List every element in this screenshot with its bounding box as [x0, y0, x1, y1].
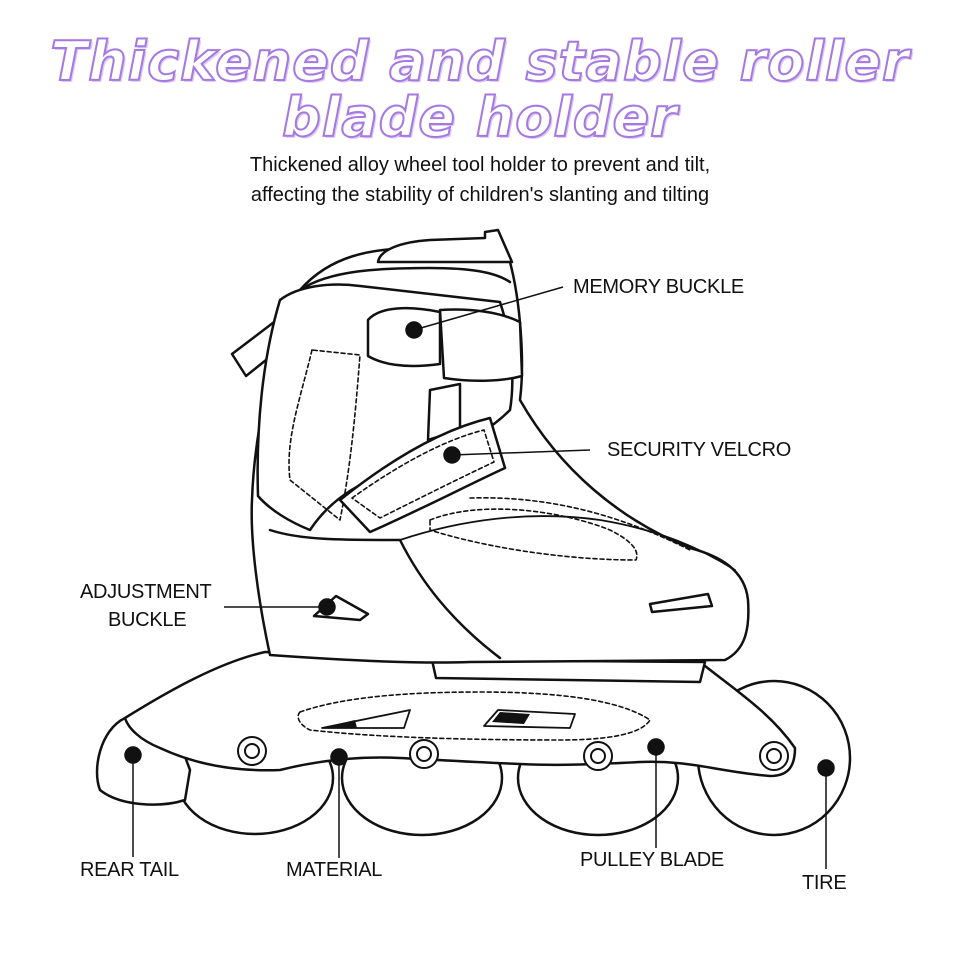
- subtitle-line-2: affecting the stability of children's sl…: [250, 184, 710, 206]
- label-memory-buckle: MEMORY BUCKLE: [573, 276, 744, 298]
- title-line-1: Thickened and stable roller: [49, 29, 910, 94]
- label-pulley-blade: PULLEY BLADE: [580, 849, 724, 871]
- subtitle-line-1: Thickened alloy wheel tool holder to pre…: [249, 154, 711, 176]
- label-material: MATERIAL: [286, 859, 383, 881]
- label-adjustment-line-2: BUCKLE: [108, 609, 187, 631]
- sole: [430, 658, 707, 684]
- title-line-2: blade holder: [281, 85, 678, 150]
- label-security-velcro: SECURITY VELCRO: [607, 439, 792, 461]
- velcro-strap: [338, 416, 507, 534]
- label-rear-tail: REAR TAIL: [80, 859, 179, 881]
- label-adjustment-line-1: ADJUSTMENT: [80, 581, 212, 603]
- memory-buckle-part: [366, 307, 442, 368]
- label-tire: TIRE: [802, 872, 847, 894]
